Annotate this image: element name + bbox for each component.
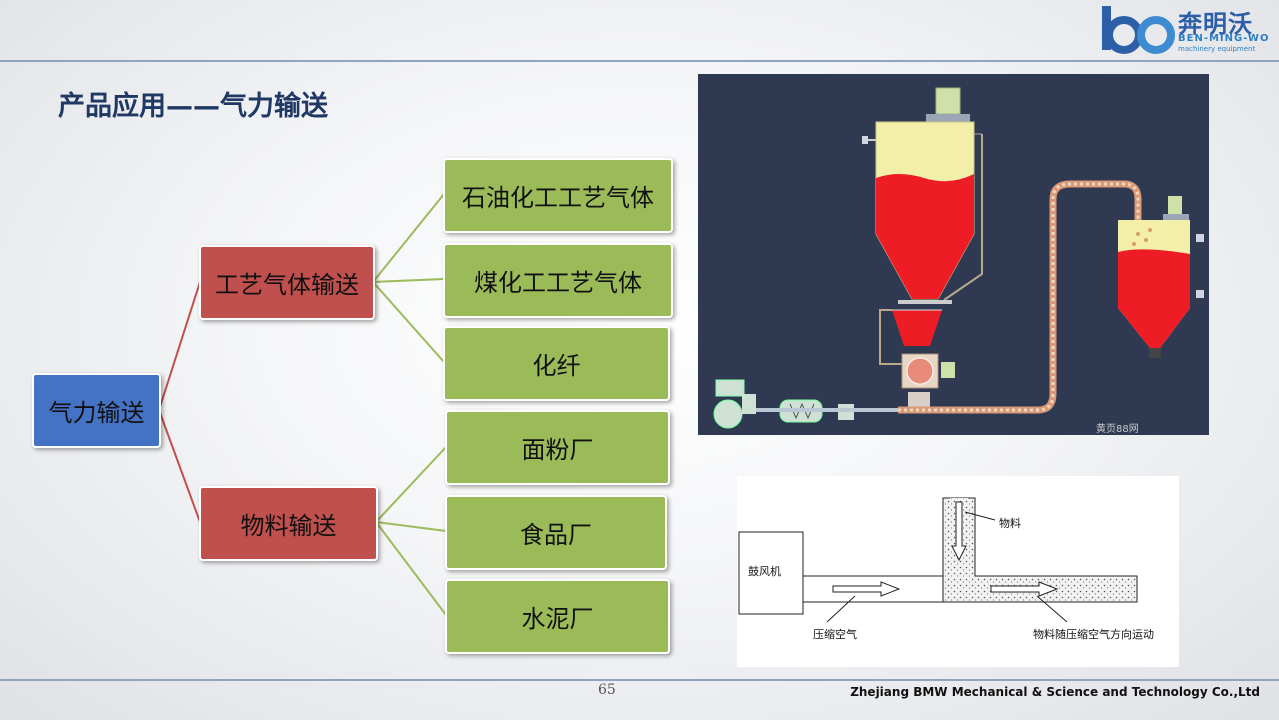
leaf-node-food-factory: 食品厂 [445, 495, 667, 570]
company-logo: 奔明沃 BEN-MING-WO machinery equipment [1098, 4, 1274, 56]
logo-mark-icon [1102, 6, 1175, 54]
tree-root-node: 气力输送 [32, 373, 161, 448]
connector-branch1-leaf2 [372, 278, 445, 283]
connector-branch2-leaf2 [375, 521, 447, 532]
connector-branch2-leaf1 [375, 446, 447, 523]
material-label: 物料 [999, 516, 1021, 530]
connector-root-branch2 [158, 409, 201, 523]
leaf-node-coal-chemical-gas: 煤化工工艺气体 [443, 243, 673, 318]
photo-watermark: 黄页88网 [1096, 422, 1139, 435]
header-rule [0, 60, 1279, 62]
branch-node-material: 物料输送 [199, 486, 378, 561]
logo-name-en: BEN-MING-WO [1178, 33, 1270, 44]
slide-title: 产品应用——气力输送 [58, 91, 328, 122]
connector-branch1-leaf1 [372, 193, 445, 283]
flow-direction-label: 物料随压缩空气方向运动 [1033, 627, 1154, 641]
logo-name-cn: 奔明沃 [1178, 10, 1253, 38]
blower-label: 鼓风机 [748, 564, 781, 578]
footer-rule [0, 679, 1279, 681]
connector-branch2-leaf3 [375, 521, 447, 616]
pneumatic-conveying-schematic: 鼓风机 物料 压缩空气 物料随压缩空气方向运动 [737, 476, 1179, 667]
leaf-node-chemical-fiber: 化纤 [443, 326, 670, 401]
tree-connectors [158, 193, 447, 616]
leaf-node-cement-plant: 水泥厂 [445, 579, 670, 654]
compressed-air-label: 压缩空气 [813, 627, 857, 641]
connector-root-branch1 [158, 281, 201, 411]
leaf-node-petrochemical-gas: 石油化工工艺气体 [443, 158, 673, 233]
company-footer: Zhejiang BMW Mechanical & Science and Te… [850, 685, 1260, 699]
logo-tagline: machinery equipment [1178, 45, 1256, 53]
branch-node-process-gas: 工艺气体输送 [199, 245, 375, 320]
page-number: 65 [598, 682, 616, 698]
conveying-system-illustration: 黄页88网 [698, 74, 1209, 435]
connector-branch1-leaf3 [372, 281, 445, 363]
leaf-node-flour-mill: 面粉厂 [445, 410, 670, 485]
